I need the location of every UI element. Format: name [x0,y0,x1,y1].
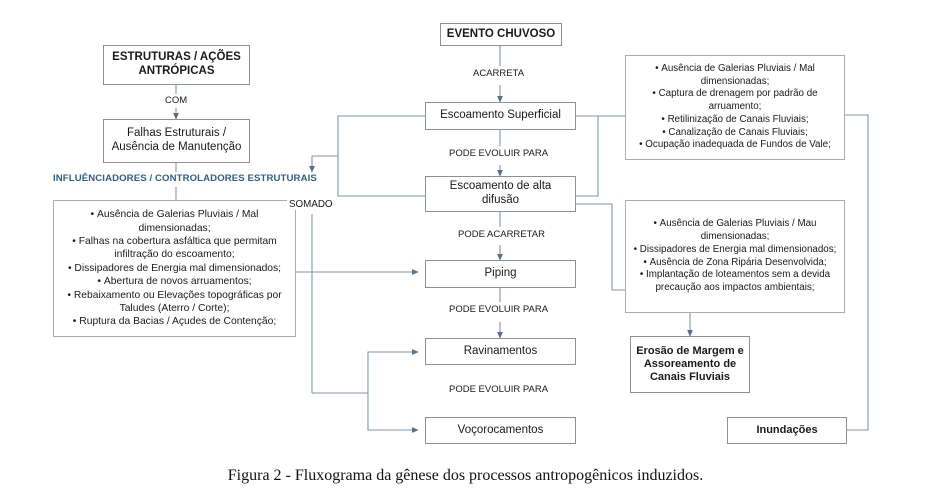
list-item: • Ruptura da Bacias / Açudes de Contençã… [54,315,295,328]
bullet-icon: • [67,262,72,274]
bullet-icon: • [662,126,666,138]
bullet-icon: • [72,236,76,248]
bullet-icon: • [639,269,644,281]
list-item-text: Ausência de Galerias Pluviais / Mau dime… [659,218,817,243]
box-estruturas-label: ESTRUTURAS / AÇÕES ANTRÓPICAS [112,51,241,77]
box-escoamento-alta-difusao-label: Escoamento de alta difusão [449,180,552,206]
list-item: • Ausência de Galerias Pluviais / Mau di… [626,218,844,243]
bullet-icon: • [90,209,95,221]
bullet-icon: • [633,243,638,255]
list-item: • Captura de drenagem por padrão de arru… [626,88,844,113]
box-erosao-label: Erosão de Margem e Assoreamento de Canai… [636,345,744,383]
bullet-icon: • [661,113,665,125]
list-item: • Dissipadores de Energia mal dimensiona… [54,262,295,275]
box-inundacoes-label: Inundações [756,424,818,437]
box-inundacoes[interactable]: Inundações [727,417,847,444]
list-item: • Canalização de Canais Fluviais; [626,127,844,140]
bullet-icon: • [97,276,102,288]
list-item: • Dissipadores de Energia mal dimensiona… [626,244,844,257]
bullet-icon: • [652,88,656,100]
list-item-text: Ausência de Galerias Pluviais / Mal dime… [97,209,259,234]
box-vocorocamentos[interactable]: Voçorocamentos [425,417,576,444]
list-item-text: Ausência de Zona Ripária Desenvolvida; [649,256,827,268]
list-item: • Ausência de Zona Ripária Desenvolvida; [626,257,844,270]
bullet-icon: • [639,139,643,151]
list-zona-riparia[interactable]: • Ausência de Galerias Pluviais / Mau di… [625,200,845,313]
list-item: • Abertura de novos arruamentos; [54,275,295,288]
box-escoamento-superficial[interactable]: Escoamento Superficial [425,102,576,130]
box-falhas-estruturais[interactable]: Falhas Estruturais / Ausência de Manuten… [103,119,250,163]
junction-label-somado: SOMADO [287,199,335,210]
list-controladores-estruturais[interactable]: • Ausência de Galerias Pluviais / Mal di… [53,200,296,337]
box-piping-label: Piping [484,267,517,280]
connector-label-acarretar: PODE ACARRETAR [456,229,547,240]
list-item-text: Ruptura da Bacias / Açudes de Contenção; [79,316,277,328]
section-label-influenciadores: INFLUÊNCIADORES / CONTROLADORES ESTRUTUR… [51,173,319,184]
list-item-text: Canalização de Canais Fluviais; [668,126,808,138]
box-ravinamentos-label: Ravinamentos [463,344,538,357]
box-escoamento-superficial-label: Escoamento Superficial [440,109,561,122]
box-evento-label: EVENTO CHUVOSO [446,27,556,40]
list-item-text: Captura de drenagem por padrão de arruam… [658,88,818,113]
list-item-text: Dissipadores de Energia mal dimensionado… [74,262,282,274]
bullet-icon: • [653,218,657,230]
list-item: • Implantação de loteamentos sem a devid… [626,269,844,294]
box-escoamento-alta-difusao[interactable]: Escoamento de alta difusão [425,176,576,212]
connector-label-evoluir-1: PODE EVOLUIR PARA [447,148,551,159]
box-falhas-label: Falhas Estruturais / Ausência de Manuten… [111,127,242,153]
connector-label-evoluir-2: PODE EVOLUIR PARA [447,304,551,315]
list-item: • Falhas na cobertura asfáltica que perm… [54,235,295,262]
box-ravinamentos[interactable]: Ravinamentos [425,338,576,365]
connector-label-evoluir-3: PODE EVOLUIR PARA [447,384,551,395]
bullet-icon: • [655,62,659,74]
list-item-text: Retilinização de Canais Fluviais; [667,113,809,125]
box-estruturas-acoes-antropicas[interactable]: ESTRUTURAS / AÇÕES ANTRÓPICAS [103,45,250,85]
list-item-text: Ocupação inadequada de Fundos de Vale; [645,139,831,151]
list-item-text: Falhas na cobertura asfáltica que permit… [78,236,277,261]
list-item-text: Abertura de novos arruamentos; [103,276,252,288]
list-item-text: Rebaixamento ou Elevações topográficas p… [73,289,282,314]
list-item: • Rebaixamento ou Elevações topográficas… [54,289,295,316]
box-vocorocamentos-label: Voçorocamentos [457,423,544,436]
box-evento-chuvoso[interactable]: EVENTO CHUVOSO [440,23,562,46]
bullet-icon: • [72,316,77,328]
list-item-text: Dissipadores de Energia mal dimensionado… [639,243,837,255]
riparian-list: • Ausência de Galerias Pluviais / Mau di… [626,218,844,294]
bullet-icon: • [643,256,647,268]
connector-label-acarreta: ACARRETA [471,68,527,79]
list-item: • Ocupação inadequada de Fundos de Vale; [626,139,844,152]
list-item: • Ausência de Galerias Pluviais / Mal di… [54,208,295,235]
list-item: • Ausência de Galerias Pluviais / Mal di… [626,63,844,88]
drainage-list: • Ausência de Galerias Pluviais / Mal di… [626,63,844,152]
box-erosao-assoreamento[interactable]: Erosão de Margem e Assoreamento de Canai… [630,336,750,393]
list-item-text: Implantação de loteamentos sem a devida … [646,269,831,293]
list-item: • Retilinização de Canais Fluviais; [626,114,844,127]
figure-caption: Figura 2 - Fluxograma da gênese dos proc… [227,467,704,484]
connector-label-com: COM [163,95,190,106]
box-piping[interactable]: Piping [425,260,576,288]
bullet-icon: • [67,289,71,301]
structural-list: • Ausência de Galerias Pluviais / Mal di… [54,208,295,328]
list-item-text: Ausência de Galerias Pluviais / Mal dime… [661,62,815,87]
list-drenagem-canais[interactable]: • Ausência de Galerias Pluviais / Mal di… [625,55,845,160]
